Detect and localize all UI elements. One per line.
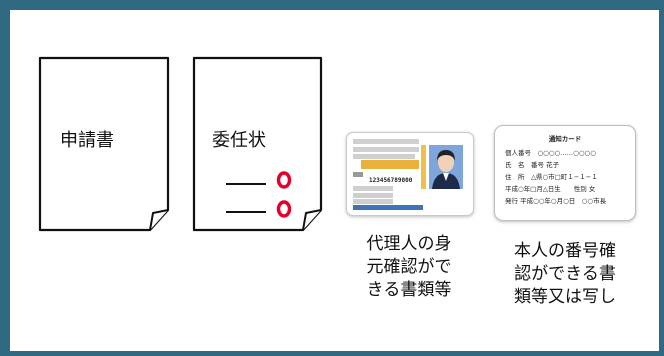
notification-card-title: 通知カード bbox=[548, 135, 582, 143]
notification-card-line: 平成○年□月△日生 性別 女 bbox=[505, 185, 596, 193]
notification-card-line: 住 所 △県○市□町１−１−１ bbox=[505, 173, 598, 181]
license-row bbox=[353, 193, 393, 198]
license-row bbox=[353, 186, 393, 191]
license-row bbox=[353, 139, 419, 144]
agent-id-caption: 代理人の身 元確認がで きる書類等 bbox=[366, 234, 452, 300]
license-expiry-band bbox=[361, 160, 419, 169]
own-number-caption: 本人の番号確 認ができる書 類等又は写し bbox=[514, 241, 616, 307]
license-number: 123456789000 bbox=[369, 177, 413, 184]
power-of-attorney-label: 委任状 bbox=[212, 130, 266, 151]
notification-card-image: 通知カード 個人番号 ○○○○……○○○○ 氏 名 番号 花子 住 所 △県○市… bbox=[494, 125, 636, 221]
license-row bbox=[353, 199, 393, 204]
license-vertical-strip bbox=[421, 145, 426, 189]
power-of-attorney-fold bbox=[302, 209, 322, 231]
license-row bbox=[353, 147, 419, 152]
license-row bbox=[353, 172, 363, 177]
person-portrait-icon bbox=[429, 145, 463, 189]
notification-card-line: 個人番号 ○○○○……○○○○ bbox=[505, 149, 596, 157]
drivers-license-image: 123456789000 bbox=[346, 132, 474, 216]
notification-card-line: 氏 名 番号 花子 bbox=[505, 161, 560, 169]
license-bottom-stripe bbox=[353, 205, 423, 210]
license-photo bbox=[429, 145, 463, 189]
application-form-label: 申請書 bbox=[60, 130, 114, 151]
notification-card-line: 発行 平成○○年○月○日 ○○市長 bbox=[505, 197, 607, 205]
application-form-fold bbox=[149, 209, 169, 231]
license-row bbox=[353, 154, 415, 159]
seal-mark-2 bbox=[276, 200, 292, 218]
seal-mark-1 bbox=[276, 171, 292, 189]
